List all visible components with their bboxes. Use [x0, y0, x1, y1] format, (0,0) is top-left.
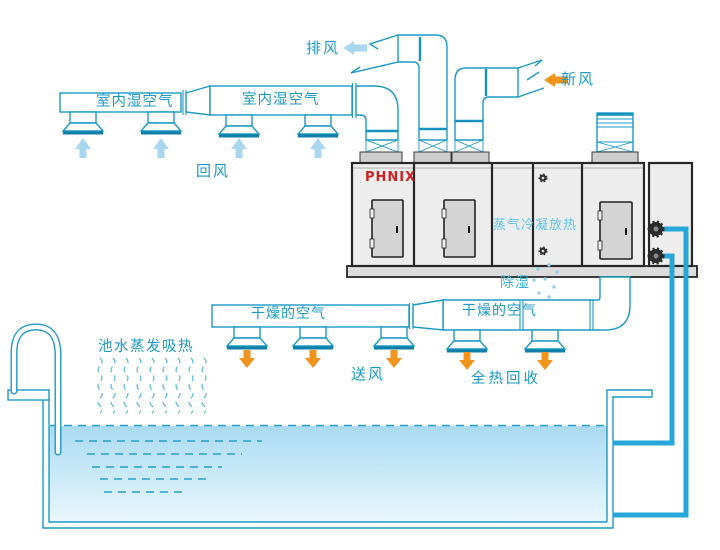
duct-indoor-humid-left	[59, 92, 182, 113]
label-dehumidification: 除湿	[500, 275, 530, 291]
unit-door	[597, 201, 633, 260]
supply-diffuser	[225, 325, 269, 350]
pool-deck	[7, 389, 50, 401]
dry-air-assembly	[211, 276, 631, 370]
label-indoor-humid-air-left: 室内湿空气	[96, 94, 174, 110]
supply-air-arrow	[305, 350, 321, 368]
pool-water	[49, 426, 607, 522]
label-heat-recovery: 全热回收	[471, 371, 541, 387]
supply-diffuser	[291, 325, 335, 350]
supply-air-arrow	[239, 350, 255, 368]
pipe-fittings	[647, 220, 665, 265]
exhaust-assembly	[343, 34, 448, 153]
label-indoor-humid-air-right: 室内湿空气	[242, 92, 320, 108]
fresh-air-inlet-flaps	[517, 59, 545, 98]
return-air-arrow	[75, 138, 91, 158]
return-air-arrow	[231, 138, 247, 158]
dry-transition-cone	[412, 299, 444, 331]
ceiling-diffuser	[61, 110, 105, 135]
label-pool-evaporation: 池水蒸发吸热	[98, 339, 194, 355]
supply-air-arrow	[537, 352, 553, 370]
exhaust-air-arrow	[343, 41, 367, 55]
intake-stack	[596, 112, 634, 153]
dry-air-duct-right	[442, 276, 631, 331]
condensate-droplets	[532, 263, 559, 299]
label-exhaust-air: 排风	[306, 39, 341, 57]
supply-diffuser	[372, 325, 416, 350]
return-air-assembly	[59, 83, 399, 158]
pipe-to-pool-bottom	[613, 226, 689, 518]
water-ripple-lines	[75, 440, 262, 493]
pool	[7, 323, 653, 529]
supply-diffuser	[445, 328, 489, 353]
exhaust-duct	[397, 34, 448, 141]
unit-door	[369, 199, 404, 258]
label-supply-air: 送风	[351, 365, 386, 383]
supply-air-arrow	[386, 350, 402, 368]
water-pipes	[613, 226, 689, 518]
brand-logo: PHNIX	[365, 170, 417, 185]
supply-air-arrow	[459, 352, 475, 370]
evaporation-squiggles	[97, 357, 207, 414]
pool-ladder	[10, 323, 62, 456]
return-air-arrow	[153, 138, 169, 158]
ceiling-diffuser	[296, 113, 340, 138]
fan-bolt-icon	[538, 173, 548, 256]
return-air-arrow	[310, 138, 326, 158]
unit-door	[441, 199, 476, 258]
duct-transition-cone	[185, 85, 211, 116]
fresh-air-assembly	[454, 59, 568, 153]
label-dry-air-right: 干燥的空气	[462, 303, 537, 319]
exhaust-hood-flaps	[350, 34, 399, 74]
pipe-to-pool-surface	[613, 253, 675, 446]
label-dry-air-left: 干燥的空气	[251, 306, 326, 322]
label-return-air: 回风	[196, 162, 231, 180]
ahu-unit	[346, 151, 698, 278]
supply-diffuser	[523, 328, 567, 353]
label-fresh-air: 新风	[561, 70, 596, 88]
label-vapor-condensation: 蒸气冷凝放热	[493, 218, 578, 233]
ceiling-diffuser	[217, 113, 261, 138]
ceiling-diffuser	[139, 110, 183, 135]
pool-walls	[42, 389, 653, 529]
